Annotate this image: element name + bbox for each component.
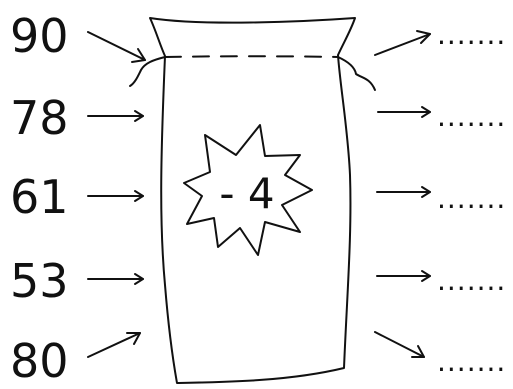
output-arrow-5: [375, 332, 424, 357]
bag-string-right: [338, 57, 375, 90]
input-number-1: 90: [10, 9, 69, 63]
output-column: ....... ....... ....... ....... .......: [437, 18, 506, 378]
input-number-5: 80: [10, 334, 69, 388]
output-arrow-4: [377, 271, 430, 281]
output-blank-5: .......: [437, 345, 506, 378]
output-blank-3: .......: [437, 182, 506, 215]
bag-drawstring-dashed: [165, 56, 338, 57]
output-blank-1: .......: [437, 18, 506, 51]
output-arrow-2: [378, 107, 430, 117]
output-arrows: [375, 31, 430, 357]
output-arrow-1: [375, 31, 430, 55]
output-blank-4: .......: [437, 264, 506, 297]
input-arrows: [88, 32, 145, 357]
output-arrow-3: [377, 187, 430, 197]
input-arrow-5: [88, 333, 140, 357]
operation-label: - 4: [219, 169, 274, 218]
output-blank-2: .......: [437, 100, 506, 133]
input-arrow-2: [88, 111, 143, 121]
input-arrow-1: [88, 32, 145, 62]
input-arrow-4: [88, 274, 143, 284]
input-column: 90 78 61 53 80: [10, 9, 69, 388]
input-number-2: 78: [10, 91, 69, 145]
input-arrow-3: [88, 191, 143, 201]
input-number-4: 53: [10, 254, 69, 308]
input-number-3: 61: [10, 170, 69, 224]
operation-star: - 4: [184, 125, 312, 255]
